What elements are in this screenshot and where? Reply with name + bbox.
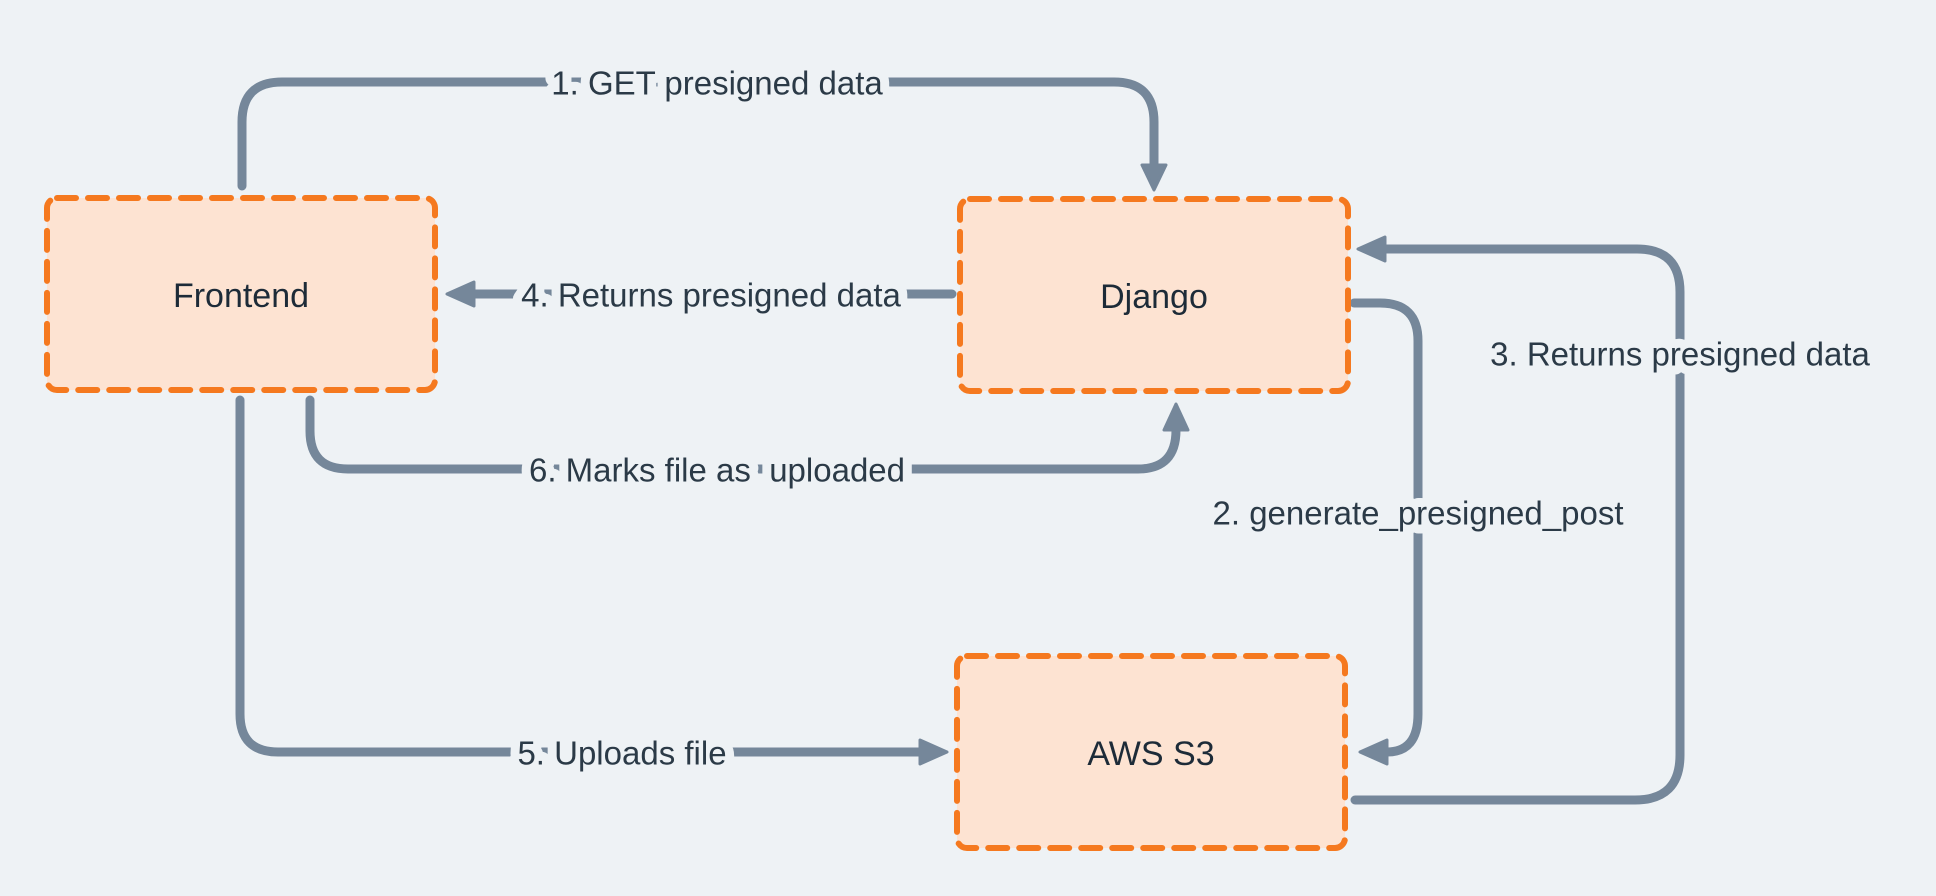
edge-3-arrowhead [1356,235,1387,263]
edge-3-path [1350,244,1685,805]
edge-3-label: 3. Returns presigned data [1490,336,1870,373]
edge-1-arrowhead [1140,163,1168,192]
node-aws-s3: AWS S3 [954,653,1348,851]
node-django-label: Django [1100,278,1208,316]
edge-1-path [237,77,1159,191]
edge-3-returns-presigned-data [1350,235,1685,805]
edge-5-uploads-file [235,395,949,766]
edge-2-generate-presigned-post [1349,298,1423,766]
edge-6-path [305,395,1181,474]
edge-6-marks-file-uploaded [305,395,1190,474]
node-aws-s3-label: AWS S3 [1087,735,1214,773]
edge-6-label: 6. Marks file as uploaded [529,452,905,489]
edge-2-label: 2. generate_presigned_post [1213,495,1624,532]
edge-2-path [1349,298,1423,757]
edge-5-label: 5. Uploads file [517,735,726,772]
edge-6-arrowhead [1162,402,1190,432]
edge-4-label: 4. Returns presigned data [521,277,901,314]
edge-5-path [235,395,925,757]
node-django-box [957,196,1351,394]
edge-2-arrowhead [1358,738,1389,766]
edge-1-label: 1. GET presigned data [551,65,883,102]
edge-5-arrowhead [918,738,949,766]
node-frontend: Frontend [44,195,438,393]
edge-4-returns-presigned-data [445,280,957,308]
edge-1-get-presigned-data [237,77,1168,192]
node-frontend-box [44,195,438,393]
node-aws-s3-box [954,653,1348,851]
node-frontend-label: Frontend [173,277,309,315]
node-django: Django [957,196,1351,394]
edge-4-arrowhead [445,280,476,308]
